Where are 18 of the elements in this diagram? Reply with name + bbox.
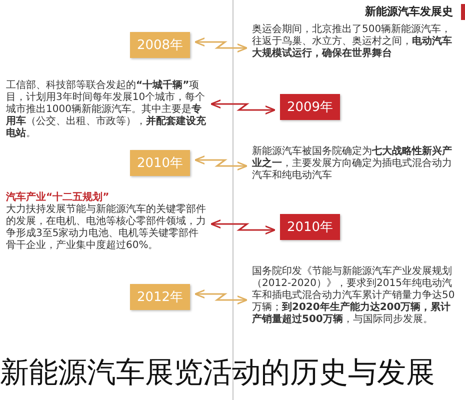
double-arrow <box>210 99 276 115</box>
double-arrow <box>194 155 248 171</box>
double-arrow <box>210 219 276 235</box>
event-description: 新能源汽车被国务院确定为七大战略性新兴产业之一，主要发展方向确定为插电式混合动力汽车和纯电动汽车 <box>252 146 453 182</box>
year-box: 2010年 <box>130 150 190 176</box>
event-description: 工信部、科技部等联合发起的“十城千辆”项目，计划用3年时间每年发展10个城市，每个城市推出1000辆新能源汽车。其中主要是专用车（公交、出租、市政等），并配套建设充电站。 <box>6 80 206 140</box>
caption: 新能源汽车展览活动的历史与发展 <box>0 354 435 391</box>
title: 新能源汽车发展史 <box>359 4 465 20</box>
year-box: 2010年 <box>280 214 340 240</box>
event-description: 大力扶持发展节能与新能源汽车的关键零部件的发展，在电机、电池等核心零部件领域，力争形成3至5家动力电池、电机等关键零部件骨干企业，产业集中度超过60%。 <box>6 204 206 252</box>
double-arrow <box>194 289 248 305</box>
event-heading: 汽车产业“十二五规划” <box>6 192 110 204</box>
event-description: 国务院印发《节能与新能源汽车产业发展规划（2012-2020）》，要求到2015年纯电动汽车和插电式混合动力汽车累计产销量力争达50万辆；到2020年生产能力达200万辆，累计产销量超过500万辆，与国际同步发展。 <box>252 266 456 326</box>
double-arrow <box>194 37 248 53</box>
year-box: 2009年 <box>280 94 340 120</box>
year-box: 2012年 <box>130 284 190 310</box>
event-description: 奥运会期间，北京推出了500辆新能源汽车，往返于鸟巢、水立方、奥运村之间，电动汽车大规模试运行，确保在世界舞台 <box>252 24 453 60</box>
year-box: 2008年 <box>130 32 190 58</box>
